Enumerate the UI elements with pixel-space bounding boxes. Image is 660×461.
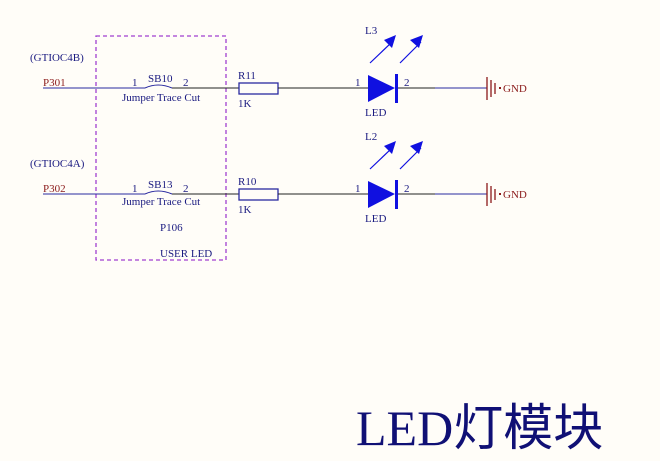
resistor-ref: R10 — [238, 176, 257, 188]
ground-label: GND — [503, 83, 527, 95]
signal-label: (GTIOC4B) — [30, 52, 84, 64]
led-pin1: 1 — [355, 77, 361, 89]
led-cathode-bar — [395, 180, 398, 209]
resistor-symbol — [238, 82, 279, 95]
ground-icon — [486, 183, 496, 206]
light-emission-arrows-icon — [369, 147, 422, 170]
user-led-box — [95, 35, 227, 261]
jumper-pin2: 2 — [183, 77, 189, 89]
led-pin2: 2 — [404, 77, 410, 89]
box-label: USER LED — [160, 248, 212, 260]
resistor-value: 1K — [238, 98, 252, 110]
ground-dot — [499, 193, 501, 195]
port-label: P302 — [43, 183, 66, 195]
resistor-symbol — [238, 188, 279, 201]
jumper-symbol — [144, 190, 173, 195]
led-pin1: 1 — [355, 183, 361, 195]
ground-dot — [499, 87, 501, 89]
jumper-pin1: 1 — [132, 77, 138, 89]
jumper-ref: SB13 — [148, 179, 173, 191]
led-pin2: 2 — [404, 183, 410, 195]
jumper-value: Jumper Trace Cut — [122, 196, 200, 208]
light-emission-arrows-icon — [369, 41, 422, 64]
led-ref: L2 — [365, 131, 377, 143]
led-channel-2: (GTIOC4A) P302 1 SB13 2 Jumper Trace Cut… — [30, 131, 527, 225]
jumper-pin1: 1 — [132, 183, 138, 195]
led-symbol — [368, 75, 395, 102]
led-cathode-bar — [395, 74, 398, 103]
resistor-ref: R11 — [238, 70, 256, 82]
jumper-ref: SB10 — [148, 73, 173, 85]
ground-label: GND — [503, 189, 527, 201]
led-symbol — [368, 181, 395, 208]
signal-label: (GTIOC4A) — [30, 158, 85, 170]
ground-icon — [486, 77, 496, 100]
arrow-head — [384, 35, 396, 48]
led-ref: L3 — [365, 25, 378, 37]
led-value: LED — [365, 213, 386, 225]
arrow-head — [410, 141, 423, 154]
port-label: P301 — [43, 77, 66, 89]
page-title: LED灯模块 — [356, 400, 603, 456]
led-value: LED — [365, 107, 386, 119]
arrow-head — [410, 35, 423, 48]
arrow-head — [384, 141, 396, 154]
resistor-value: 1K — [238, 204, 252, 216]
jumper-symbol — [144, 84, 173, 89]
box-designator: P106 — [160, 222, 183, 234]
jumper-pin2: 2 — [183, 183, 189, 195]
jumper-value: Jumper Trace Cut — [122, 92, 200, 104]
led-channel-1: (GTIOC4B) P301 1 SB10 2 Jumper Trace Cut… — [30, 25, 527, 119]
